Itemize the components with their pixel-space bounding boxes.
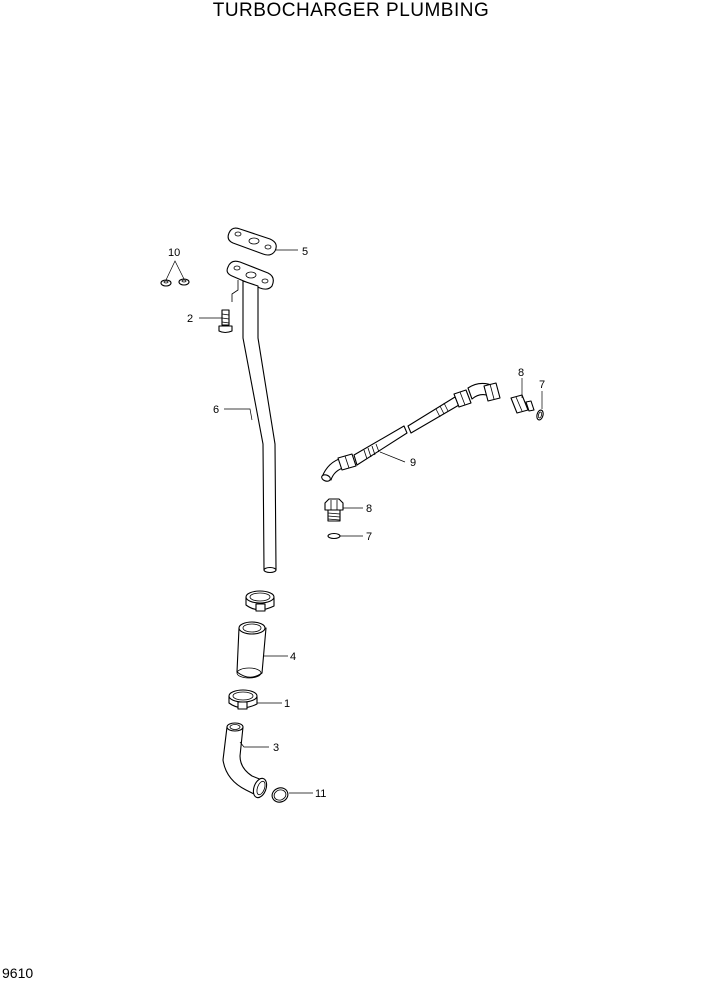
o-ring-lower-part-7[interactable] (327, 532, 341, 540)
callout-3: 3 (273, 742, 279, 754)
callout-4: 4 (290, 651, 296, 663)
callout-11: 11 (315, 788, 326, 800)
adapter-upper-part-8[interactable] (510, 394, 535, 414)
clamp-lower-part-1[interactable] (228, 689, 258, 710)
clamp-upper-part-1[interactable] (245, 590, 275, 612)
leader-lines (165, 249, 543, 794)
callout-7-lower: 7 (366, 531, 372, 543)
callout-9: 9 (410, 457, 416, 469)
callout-1: 1 (284, 698, 290, 710)
callout-10: 10 (168, 247, 180, 259)
hose-part-4[interactable] (236, 621, 267, 679)
feed-hose-part-9[interactable] (321, 382, 501, 482)
gasket-part-5[interactable] (227, 227, 277, 256)
elbow-tube-part-3[interactable] (222, 722, 269, 799)
callout-8-lower: 8 (366, 503, 372, 515)
bolt-part-2[interactable] (218, 309, 233, 334)
callout-5: 5 (302, 246, 308, 258)
o-ring-upper-part-7[interactable] (536, 409, 544, 421)
callout-6: 6 (213, 404, 219, 416)
diagram-title: TURBOCHARGER PLUMBING (212, 0, 490, 21)
o-ring-part-11[interactable] (270, 786, 290, 805)
drain-pipe-part-6[interactable] (226, 260, 277, 574)
callout-7-upper: 7 (539, 379, 545, 391)
page-number: 9610 (2, 965, 34, 981)
callout-2: 2 (187, 313, 193, 325)
adapter-lower-part-8[interactable] (324, 498, 344, 522)
callout-8-upper: 8 (518, 367, 524, 379)
washers-part-10[interactable] (160, 278, 190, 287)
